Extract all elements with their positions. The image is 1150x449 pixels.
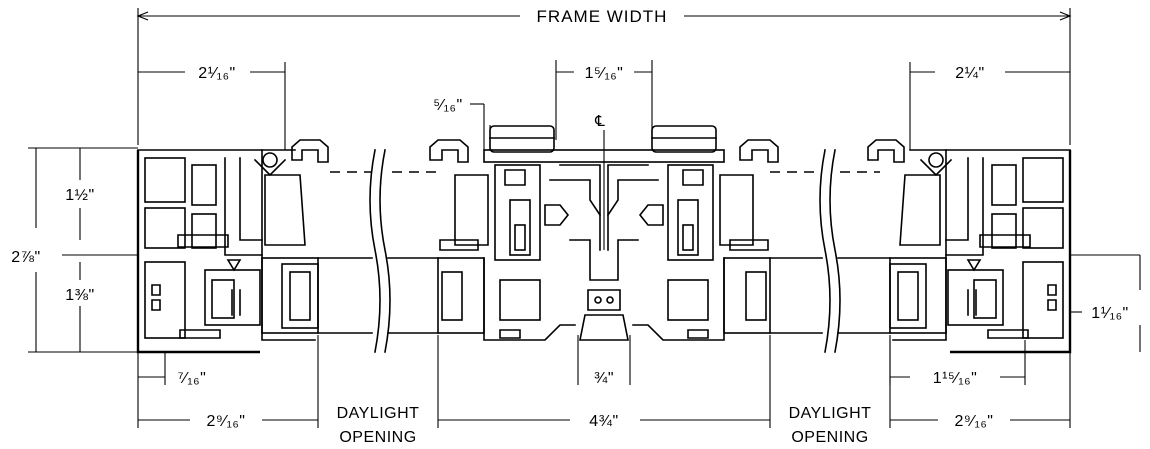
- top-center-dimension: 1⁵⁄₁₆": [555, 60, 653, 140]
- left-total-dim-label: 2⅞": [11, 249, 40, 266]
- top-right-dimension: 2¼": [909, 62, 1070, 150]
- top-right-dim-label: 2¼": [955, 65, 984, 82]
- left-lower-dim-label: 1⅜": [65, 287, 94, 304]
- centerline-symbol: ℄: [594, 114, 605, 130]
- opening-right-label: OPENING: [791, 429, 868, 446]
- bottom-center-dim-label: 4¾": [589, 413, 618, 430]
- bottom-left-dim-label: 2⁹⁄₁₆": [207, 413, 246, 430]
- bottom-main-dimensions: 2⁹⁄₁₆" 4¾" 2⁹⁄₁₆" DAYLIGHT OPENING DAYLI…: [137, 335, 1071, 446]
- left-height-dimensions: 2⅞" 1½" 1⅜": [11, 147, 138, 353]
- bottom-right-dim-label: 2⁹⁄₁₆": [955, 413, 994, 430]
- frame-width-label: FRAME WIDTH: [537, 7, 668, 26]
- top-center-dim-label: 1⁵⁄₁₆": [585, 65, 624, 82]
- frame-width-dimension: FRAME WIDTH: [136, 7, 1072, 145]
- daylight-left-label: DAYLIGHT: [337, 405, 420, 422]
- bottom-left-small-dim-label: ⁷⁄₁₆": [178, 370, 207, 387]
- daylight-right-label: DAYLIGHT: [789, 405, 872, 422]
- right-small-dim-label: 1¹⁄₁₆": [1091, 305, 1128, 322]
- top-left-dim-label: 2¹⁄₁₆": [198, 65, 235, 82]
- opening-left-label: OPENING: [339, 429, 416, 446]
- bottom-small-dimensions: ⁷⁄₁₆" ¾" 1¹⁵⁄₁₆": [138, 335, 1026, 387]
- bottom-right-small-dim-label: 1¹⁵⁄₁₆": [933, 370, 978, 387]
- bottom-center-small-dim-label: ¾": [594, 370, 614, 387]
- left-upper-dim-label: 1½": [65, 187, 94, 204]
- small-top-dim-label: ⁵⁄₁₆": [433, 97, 462, 114]
- right-small-dimension: 1¹⁄₁₆": [1070, 254, 1141, 352]
- top-left-dimension: 2¹⁄₁₆": [138, 62, 286, 150]
